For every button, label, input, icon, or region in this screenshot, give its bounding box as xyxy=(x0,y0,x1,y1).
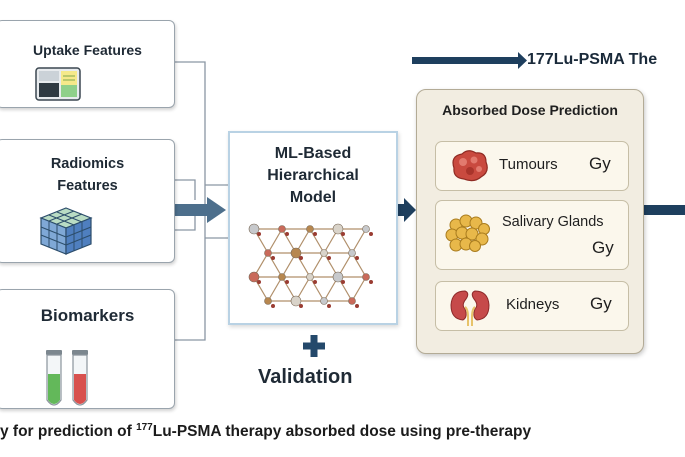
header-title: 177Lu-PSMA The xyxy=(527,51,658,68)
molecule-satellite xyxy=(369,280,373,284)
biomarkers-box: Biomarkers xyxy=(0,289,175,409)
radiomics-label-line2: Features xyxy=(57,178,118,194)
model-output-arrow-head xyxy=(404,198,416,222)
molecule-satellite xyxy=(341,280,345,284)
molecule-node xyxy=(278,225,286,233)
molecule-node xyxy=(306,273,314,281)
molecule-satellite xyxy=(313,280,317,284)
molecule-satellite xyxy=(313,232,317,236)
organ-name-kidneys: Kidneys xyxy=(506,296,560,313)
radiomics-features-box: Radiomics Features xyxy=(0,139,175,263)
dose-output-arrow xyxy=(643,205,685,215)
molecular-network-icon xyxy=(248,223,373,308)
kidneys-icon xyxy=(450,290,490,326)
ml-title-line1: ML-Based xyxy=(274,145,352,162)
figure-caption: y for prediction of 177Lu-PSMA therapy a… xyxy=(0,422,685,441)
uptake-image-icon xyxy=(35,67,81,101)
molecule-satellite xyxy=(271,256,275,260)
molecule-satellite xyxy=(257,232,261,236)
molecule-node xyxy=(264,297,272,305)
model-input-arrow-head xyxy=(207,197,226,223)
molecule-satellite xyxy=(369,232,373,236)
test-tubes-icon xyxy=(46,350,88,406)
header-arrow-bar xyxy=(412,57,520,64)
model-output-arrow-bar xyxy=(396,204,406,216)
header-arrow-head xyxy=(518,52,527,69)
tumour-icon xyxy=(452,150,488,182)
molecule-node xyxy=(348,297,356,305)
uptake-features-label: Uptake Features xyxy=(33,42,142,58)
ml-title-line2: Hierarchical xyxy=(267,167,359,184)
molecule-satellite xyxy=(327,256,331,260)
molecule-node xyxy=(290,247,302,259)
model-input-arrow-bar xyxy=(175,204,209,216)
uptake-features-box: Uptake Features xyxy=(0,20,175,108)
molecule-satellite xyxy=(285,232,289,236)
organ-row-salivary-glands: Salivary Glands Gy xyxy=(435,200,629,270)
radiomics-label-line1: Radiomics xyxy=(50,156,125,172)
molecule-node xyxy=(248,223,260,235)
caption-prefix: y for prediction of xyxy=(0,423,137,440)
molecule-satellite xyxy=(299,304,303,308)
organ-name-tumours: Tumours xyxy=(499,156,558,173)
caption-suffix: Lu-PSMA therapy absorbed dose using pre-… xyxy=(152,423,532,440)
molecule-node xyxy=(320,297,328,305)
molecule-satellite xyxy=(257,280,261,284)
molecule-node xyxy=(306,225,314,233)
molecule-satellite xyxy=(341,232,345,236)
absorbed-dose-title: Absorbed Dose Prediction xyxy=(442,102,618,118)
organ-unit-tumours: Gy xyxy=(589,154,611,173)
validation-label: Validation xyxy=(258,366,353,388)
absorbed-dose-panel: Absorbed Dose Prediction Tumours Gy Sali… xyxy=(416,89,644,354)
organ-row-tumours: Tumours Gy xyxy=(435,141,629,191)
caption-isotope-superscript: 177 xyxy=(136,422,153,433)
organ-name-salivary-glands: Salivary Glands xyxy=(502,214,604,230)
molecule-node xyxy=(332,271,344,283)
molecule-satellite xyxy=(285,280,289,284)
molecule-node xyxy=(332,223,344,235)
molecule-node xyxy=(320,249,328,257)
organ-row-kidneys: Kidneys Gy xyxy=(435,281,629,331)
molecule-node xyxy=(278,273,286,281)
molecule-node xyxy=(348,249,356,257)
molecule-node xyxy=(248,271,260,283)
molecule-node xyxy=(362,273,370,281)
organ-unit-kidneys: Gy xyxy=(590,294,612,313)
feature-connectors xyxy=(173,61,228,341)
salivary-glands-icon xyxy=(445,214,490,252)
molecule-satellite xyxy=(355,256,359,260)
ml-title-line3: Model xyxy=(289,189,337,206)
molecule-node xyxy=(264,249,272,257)
molecule-satellite xyxy=(299,256,303,260)
biomarkers-label: Biomarkers xyxy=(40,306,135,325)
molecule-satellite xyxy=(327,304,331,308)
radiomics-features-label: Radiomics Features xyxy=(0,153,178,197)
molecule-satellite xyxy=(271,304,275,308)
molecule-node xyxy=(362,225,370,233)
organ-unit-salivary-glands: Gy xyxy=(592,238,614,257)
ml-model-box: ML-Based Hierarchical Model xyxy=(228,131,398,325)
plus-icon xyxy=(303,335,325,357)
cube-grid-icon xyxy=(39,207,93,255)
ml-model-title: ML-Based Hierarchical Model xyxy=(230,143,396,209)
molecule-node xyxy=(290,295,302,307)
molecule-satellite xyxy=(355,304,359,308)
